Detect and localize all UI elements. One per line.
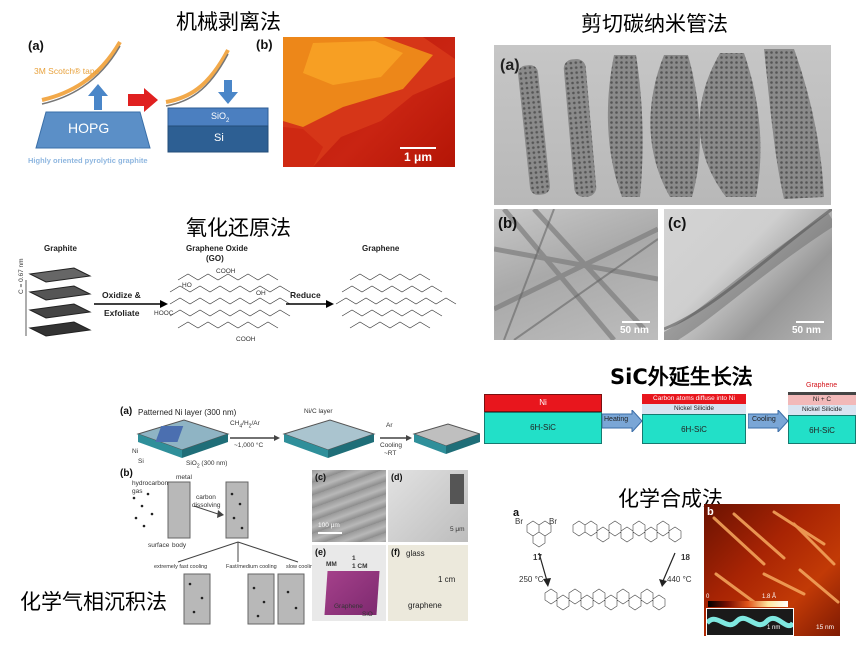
go-oh: OH xyxy=(256,290,266,297)
chemical-scheme: a Br Br 17 18 250 °C 440 °C xyxy=(505,505,705,635)
cvd-image-e: (e) MM 1 1 CM Graphene SiO xyxy=(312,545,386,621)
gas-word-label: gas xyxy=(132,488,143,495)
tem-c-scale-bar xyxy=(796,321,824,323)
tem-c-scale-label: 50 nm xyxy=(792,325,821,336)
sio2-label: SiO2 xyxy=(211,111,230,124)
tape-label: 3M Scotch® tape xyxy=(34,66,100,76)
hopg-full-label: Highly oriented pyrolytic graphite xyxy=(28,156,148,165)
hydrocarbon-label: hydrocarbon xyxy=(132,480,169,487)
cvd-rt-label: ~RT xyxy=(384,450,397,457)
oxidize-label: Oxidize & xyxy=(102,290,141,300)
nanotube-unzip-render: (a) xyxy=(494,45,831,205)
reduce-label: Reduce xyxy=(290,290,321,300)
cvd-title: 化学气相沉积法 xyxy=(20,590,167,614)
carbon-label: carbon xyxy=(196,494,216,501)
stm-inset: 1 nm xyxy=(706,608,794,636)
nanotube-title: 剪切碳纳米管法 xyxy=(581,12,728,36)
afm-flake-image: 1 μm xyxy=(283,37,455,167)
go-label: Graphene Oxide xyxy=(186,244,248,253)
cvd-gas-label: CH4/H2/Ar xyxy=(230,420,260,430)
cvd-cooling-label: Cooling xyxy=(380,442,403,449)
chem-label-a: a xyxy=(513,507,520,519)
sic-title: SiC外延生长法 xyxy=(610,365,753,389)
cvd-label-a: (a) xyxy=(120,406,133,417)
br2-label: Br xyxy=(549,517,557,526)
sic-substrate-3: 6H-SiC xyxy=(788,415,856,444)
mechanical-label-a: (a) xyxy=(28,38,44,53)
cvd-image-c: (c) 100 μm xyxy=(312,470,386,542)
tem-image-b: (b) 50 nm xyxy=(494,209,658,340)
afm-scale-bar xyxy=(400,147,436,149)
cvd-label-b: (b) xyxy=(120,468,133,479)
sic-diagram: Ni 6H-SiC Heating Carbon atoms diffuse i… xyxy=(484,382,860,452)
stm-image: b 0 1.8 Å 1 nm 15 nm xyxy=(704,504,840,636)
cvd-image-d: (d) 5 μm xyxy=(388,470,468,542)
cvd-ar-label: Ar xyxy=(386,422,393,429)
tem-b-label: (b) xyxy=(498,215,518,232)
cvd-diagram: (a) Patterned Ni layer (300 nm) xyxy=(118,402,480,628)
cooling-arrow xyxy=(748,410,788,432)
exfoliate-label: Exfoliate xyxy=(104,308,140,318)
ni-layer: Ni xyxy=(484,394,602,412)
hopg-label: HOPG xyxy=(68,120,110,136)
patterned-ni-label: Patterned Ni layer (300 nm) xyxy=(138,408,237,417)
cvd-sio2-label: SiO2 (300 nm) xyxy=(186,460,228,470)
oxidation-diagram: Graphite Graphene Oxide (GO) Graphene xyxy=(18,240,460,350)
chem-label-b: b xyxy=(707,506,714,518)
nanotube-label-a: (a) xyxy=(500,57,520,74)
cvd-image-f: (f) glass 1 cm graphene xyxy=(388,545,468,621)
tem-c-label: (c) xyxy=(668,215,687,232)
temp440-label: 440 °C xyxy=(667,575,692,584)
sic-substrate-1: 6H-SiC xyxy=(484,412,602,444)
nic-layer: Ni + C xyxy=(788,395,856,405)
go-abbr-label: (GO) xyxy=(206,254,224,263)
cool2-label: Fast/medium cooling xyxy=(226,564,277,570)
cool1-label: extremely fast cooling xyxy=(154,564,208,570)
graphene-top-label: Graphene xyxy=(806,382,838,389)
go-cooh-top: COOH xyxy=(216,268,236,275)
tem-image-c: (c) 50 nm xyxy=(664,209,832,340)
heating-arrow xyxy=(602,410,642,432)
graphite-label: Graphite xyxy=(44,244,77,253)
temp250-label: 250 °C xyxy=(519,575,544,584)
num18-label: 18 xyxy=(681,553,690,562)
mechanical-title: 机械剥离法 xyxy=(176,10,281,34)
nic-layer-label: Ni/C layer xyxy=(304,408,333,415)
cool3-label: slow cooling xyxy=(286,564,316,570)
silicide-layer-3: Nickel Silicide xyxy=(788,405,856,415)
sic-substrate-2: 6H-SiC xyxy=(642,414,746,444)
stm-scale-label: 15 nm xyxy=(816,624,835,631)
afm-scale-label: 1 μm xyxy=(404,150,433,164)
graphene-layer xyxy=(788,392,856,395)
diffuse-layer: Carbon atoms diffuse into Ni xyxy=(642,394,746,404)
cooling-label: Cooling xyxy=(752,416,776,423)
surface-label: surface xyxy=(148,542,170,549)
graphene-label: Graphene xyxy=(362,244,400,253)
tem-b-scale-bar xyxy=(622,321,650,323)
colorbar-min: 0 xyxy=(706,594,710,600)
mechanical-diagram: (a) 3M Scotch® tape HOPG Highly oriented… xyxy=(28,32,278,172)
heating-label: Heating xyxy=(604,416,629,423)
mechanical-label-b: (b) xyxy=(256,37,273,52)
si-label: Si xyxy=(214,132,224,144)
dissolving-label: dissolving xyxy=(192,502,221,509)
exfoliation-drawing xyxy=(35,40,269,153)
metal-label: metal xyxy=(176,474,192,481)
br1-label: Br xyxy=(515,517,523,526)
colorbar-max: 1.8 Å xyxy=(762,594,777,600)
spacing-label: C = 0.67 nm xyxy=(18,258,25,294)
silicide-layer-2: Nickel Silicide xyxy=(642,404,746,414)
body-label: body xyxy=(172,542,187,549)
cvd-si-label: Si xyxy=(138,458,144,465)
cvd-ni-label: Ni xyxy=(132,448,139,455)
tem-b-scale-label: 50 nm xyxy=(620,325,649,336)
num17-label: 17 xyxy=(533,553,542,562)
colorbar xyxy=(708,601,788,607)
go-hooc: HOOC xyxy=(154,310,174,317)
oxidation-title: 氧化还原法 xyxy=(186,216,291,240)
go-cooh-bottom: COOH xyxy=(236,336,256,343)
go-ho: HO xyxy=(182,282,192,289)
cvd-temp-label: ~1,000 °C xyxy=(234,442,264,449)
